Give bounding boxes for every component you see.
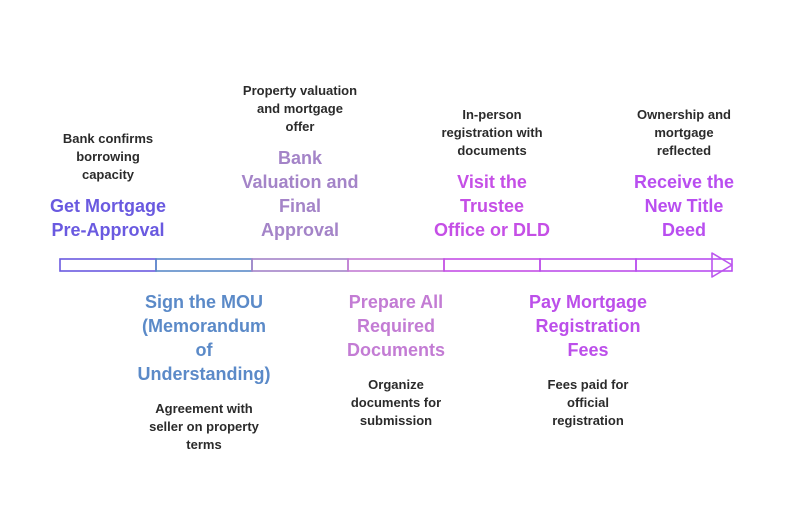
timeline-segment bbox=[347, 258, 445, 272]
step-title-line: Receive the bbox=[633, 172, 735, 192]
step-title-line: Get Mortgage bbox=[49, 196, 167, 216]
step-description-line: borrowing bbox=[76, 149, 140, 164]
step-description-line: Ownership and bbox=[637, 107, 731, 122]
step-description-line: Fees paid for bbox=[547, 377, 629, 392]
step-description-line: reflected bbox=[656, 143, 712, 158]
step-description-line: registration bbox=[552, 413, 624, 428]
step-title-line: Valuation and bbox=[241, 172, 359, 192]
step-title-line: New Title bbox=[644, 196, 724, 216]
step-title-line: Understanding) bbox=[137, 364, 271, 384]
step-title-line: Registration bbox=[535, 316, 641, 336]
step-title-line: Office or DLD bbox=[433, 220, 551, 240]
step-description: Bank confirms borrowing capacity bbox=[63, 130, 153, 184]
step-description: Ownership and mortgage reflected bbox=[637, 106, 731, 160]
step-title-line: Required bbox=[356, 316, 436, 336]
step-title-line: Fees bbox=[567, 340, 609, 360]
timeline-segment bbox=[635, 258, 733, 272]
step-title-line: Final bbox=[278, 196, 321, 216]
step-title-line: Trustee bbox=[459, 196, 525, 216]
step-description-line: and mortgage bbox=[257, 101, 343, 116]
step-description-line: seller on property bbox=[149, 419, 259, 434]
step-title-line: Sign the MOU bbox=[145, 292, 263, 312]
step-description-line: documents for bbox=[350, 395, 442, 410]
step-title-line: Documents bbox=[346, 340, 446, 360]
timeline-segment bbox=[443, 258, 541, 272]
step-description-line: registration with bbox=[441, 125, 543, 140]
step-title-line: Prepare All bbox=[348, 292, 444, 312]
step-description: Property valuation and mortgage offer bbox=[243, 82, 357, 136]
step-title-line: of bbox=[195, 340, 213, 360]
step-title-line: Pay Mortgage bbox=[528, 292, 648, 312]
step-title-line: (Memorandum bbox=[141, 316, 266, 336]
step-description: In-person registration with documents bbox=[441, 106, 542, 160]
step-description-line: documents bbox=[457, 143, 527, 158]
step-description-line: capacity bbox=[81, 167, 135, 182]
step-description-line: submission bbox=[359, 413, 433, 428]
step-description-line: Property valuation bbox=[242, 83, 358, 98]
step-description-line: Organize bbox=[368, 377, 424, 392]
step-description: Agreement with seller on property terms bbox=[149, 400, 259, 454]
step-description-line: offer bbox=[285, 119, 315, 134]
timeline-segment bbox=[539, 258, 637, 272]
step-description-line: official bbox=[567, 395, 609, 410]
timeline-segment bbox=[155, 258, 253, 272]
step-title-line: Approval bbox=[260, 220, 339, 240]
step-description-line: terms bbox=[186, 437, 222, 452]
timeline-segment bbox=[251, 258, 349, 272]
step-title-line: Visit the bbox=[457, 172, 527, 192]
arrow-head bbox=[711, 252, 733, 278]
step-description: Organize documents for submission bbox=[351, 376, 441, 430]
step-description-line: Agreement with bbox=[155, 401, 253, 416]
step-description-line: mortgage bbox=[654, 125, 714, 140]
step-title-line: Pre-Approval bbox=[51, 220, 165, 240]
timeline-segment bbox=[59, 258, 157, 272]
step-description: Fees paid for official registration bbox=[548, 376, 629, 430]
step-description-line: Bank confirms bbox=[62, 131, 154, 146]
step-description-line: In-person bbox=[462, 107, 522, 122]
step-title-line: Deed bbox=[661, 220, 706, 240]
step-title-line: Bank bbox=[277, 148, 322, 168]
